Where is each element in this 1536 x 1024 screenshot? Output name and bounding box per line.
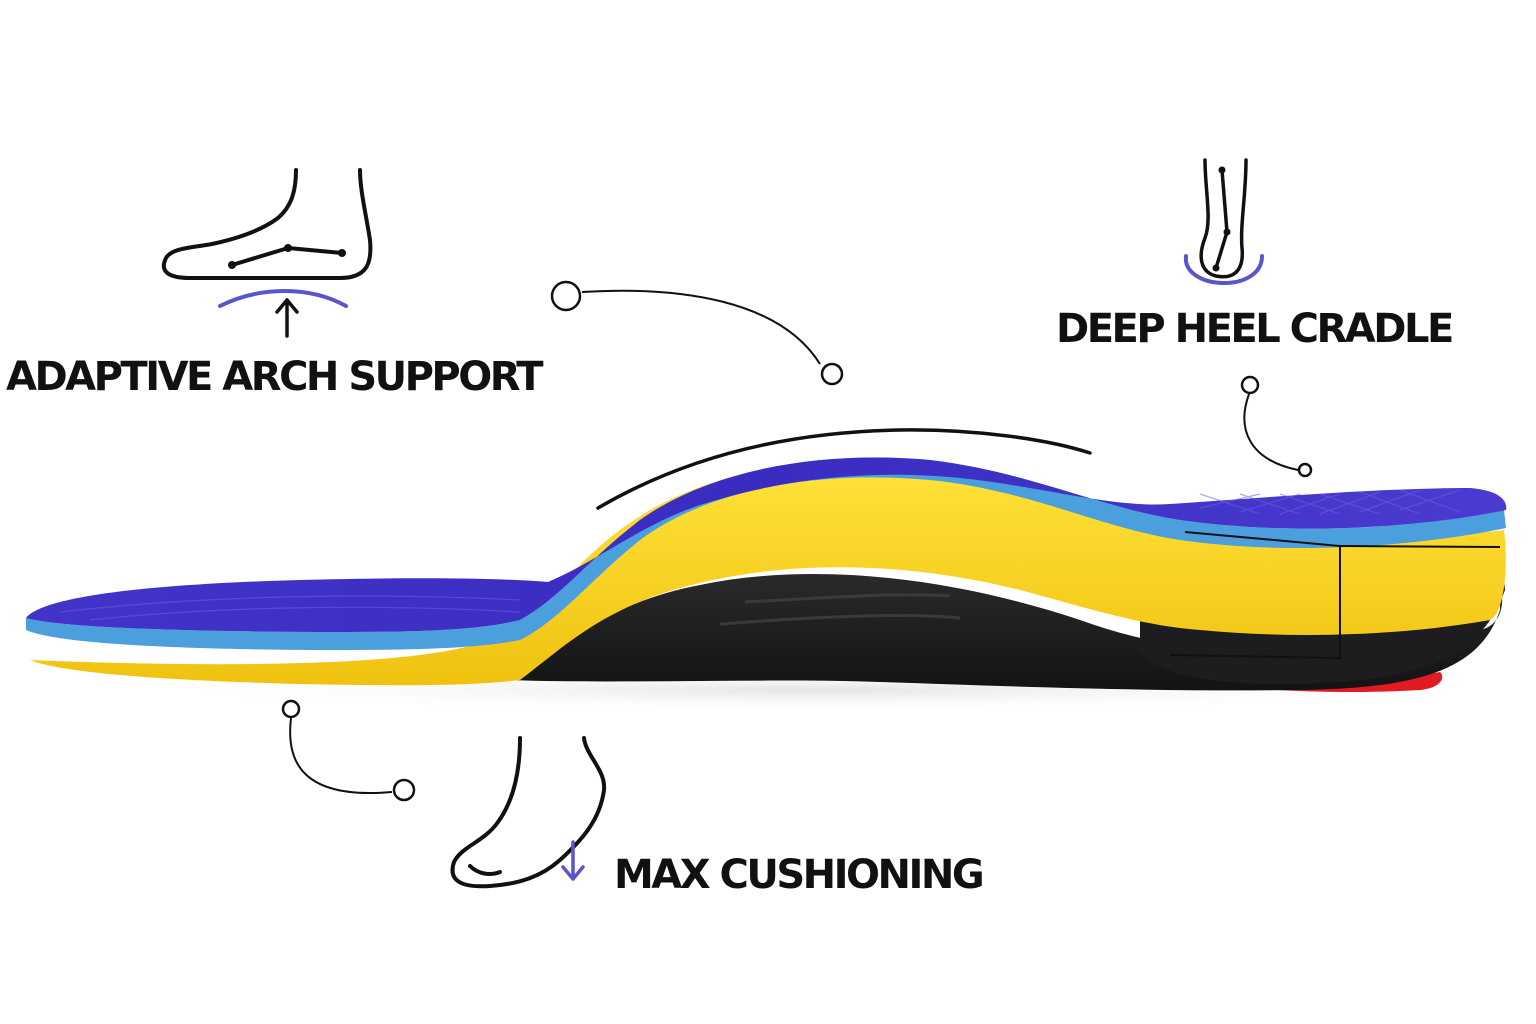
arch-connector	[550, 280, 844, 386]
yellow-foam-layer	[30, 460, 1506, 686]
arrow-down-icon	[561, 840, 585, 881]
purple-top-cover	[26, 457, 1507, 632]
heel-measure-lines	[1169, 531, 1501, 660]
adaptive-arch-support-label: ADAPTIVE ARCH SUPPORT	[6, 354, 544, 400]
foot-side-arch-icon	[161, 168, 373, 280]
arch-contour-line	[596, 428, 1092, 510]
heel-back-view-icon	[1199, 158, 1248, 279]
arch-ridge-marks	[719, 593, 961, 626]
foot-cushion-icon	[450, 736, 607, 889]
arrow-up-icon	[275, 298, 299, 338]
blue-foam-layer	[26, 457, 1506, 650]
heel-connector	[1240, 375, 1313, 478]
heel-cup-accent	[1183, 254, 1264, 285]
cushion-connector	[281, 699, 416, 802]
max-cushioning-label: MAX CUSHIONING	[614, 852, 985, 898]
top-cover-texture	[59, 489, 1461, 621]
deep-heel-cradle-label: DEEP HEEL CRADLE	[1056, 306, 1454, 352]
arch-curve-accent	[218, 289, 348, 308]
